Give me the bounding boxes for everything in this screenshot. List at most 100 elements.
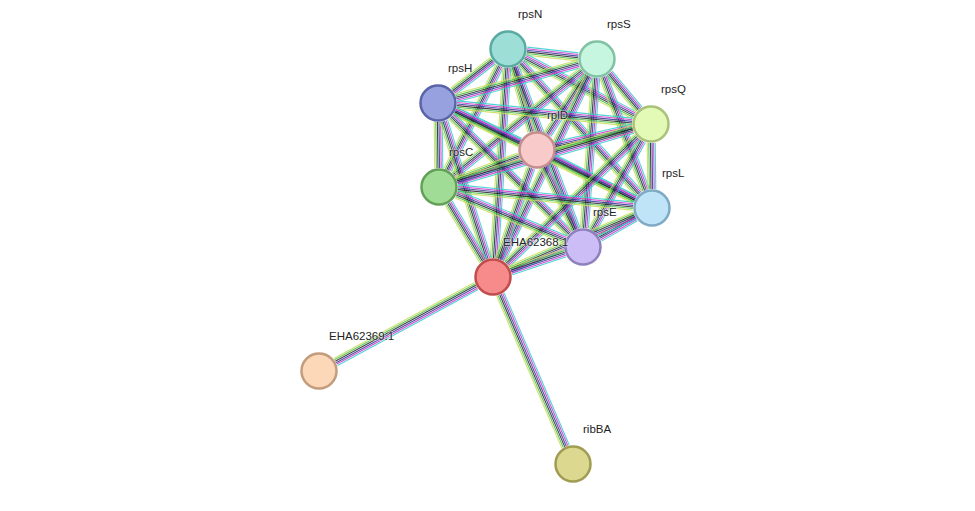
evidence-strand — [510, 251, 564, 269]
node-circle — [635, 191, 670, 226]
interaction-edge — [504, 293, 569, 445]
node-outline — [518, 131, 556, 169]
evidence-strand — [458, 191, 633, 208]
evidence-strand — [437, 122, 439, 168]
protein-label: rpsQ — [661, 83, 686, 95]
evidence-strand — [648, 143, 650, 189]
protein-label: EHA62369.1 — [329, 330, 394, 342]
evidence-strand — [650, 143, 652, 189]
protein-node: rpsL — [633, 189, 671, 227]
evidence-strand — [334, 283, 475, 359]
evidence-strand — [647, 143, 649, 189]
node-circle — [476, 260, 511, 295]
protein-label: rpsH — [448, 62, 472, 74]
evidence-strand — [457, 194, 566, 239]
evidence-strand — [434, 122, 436, 168]
node-circle — [520, 133, 555, 168]
evidence-strand — [600, 218, 636, 238]
interaction-bundle — [445, 201, 486, 263]
interaction-bundle — [647, 143, 656, 189]
evidence-strand — [498, 295, 563, 447]
protein-label: rpsL — [662, 167, 684, 179]
evidence-strand — [435, 122, 437, 168]
evidence-strand — [458, 132, 634, 184]
evidence-strand — [455, 111, 635, 199]
evidence-strand — [651, 143, 653, 189]
evidence-strand — [510, 249, 564, 267]
evidence-strand — [335, 285, 476, 361]
protein-node: rpsN — [489, 30, 527, 68]
protein-node: rpsH — [419, 84, 457, 122]
node-circle — [566, 230, 601, 265]
protein-node: EHA62368.1 — [474, 258, 512, 296]
evidence-strand — [511, 254, 565, 272]
evidence-strand — [457, 192, 566, 237]
node-outline — [489, 30, 527, 68]
node-circle — [302, 354, 337, 389]
protein-label: rpsN — [518, 8, 542, 20]
interaction-bundle — [334, 283, 478, 366]
interaction-edge — [458, 191, 567, 236]
node-circle — [634, 107, 669, 142]
evidence-strand — [497, 296, 562, 448]
node-outline — [300, 352, 338, 390]
evidence-strand — [492, 68, 505, 258]
evidence-strand — [335, 284, 476, 360]
evidence-strand — [451, 202, 485, 259]
protein-node: rpsE — [564, 228, 602, 266]
protein-node: ribBA — [554, 445, 592, 483]
node-circle — [491, 32, 526, 67]
evidence-strand — [653, 143, 655, 189]
node-outline — [578, 40, 616, 78]
node-circle — [421, 86, 456, 121]
protein-node: EHA62369.1 — [300, 352, 338, 390]
interaction-edge — [458, 133, 634, 185]
evidence-strand — [501, 294, 566, 446]
node-outline — [632, 105, 670, 143]
node-outline — [419, 84, 457, 122]
interaction-bundle — [455, 60, 580, 102]
evidence-strand — [511, 252, 565, 270]
evidence-strand — [448, 204, 482, 261]
evidence-strand — [438, 122, 440, 168]
evidence-strand — [457, 104, 632, 121]
evidence-strand — [445, 205, 479, 262]
protein-label: rplD — [547, 109, 568, 121]
evidence-strand — [503, 294, 568, 446]
interaction-bundle — [455, 191, 567, 244]
protein-label: rpsS — [607, 18, 631, 30]
evidence-strand — [337, 288, 478, 364]
node-circle — [556, 447, 591, 482]
interaction-edge — [655, 143, 657, 189]
protein-label: rpsE — [593, 206, 617, 218]
protein-node: rpsS — [578, 40, 616, 78]
evidence-strand — [457, 130, 633, 182]
interaction-edge — [452, 201, 486, 258]
interaction-bundle — [510, 249, 566, 275]
interaction-edge — [338, 290, 479, 366]
evidence-strand — [336, 287, 477, 363]
node-outline — [420, 168, 458, 206]
protein-label: EHA62368.1 — [503, 236, 568, 248]
protein-label: ribBA — [583, 423, 611, 435]
node-outline — [564, 228, 602, 266]
node-circle — [422, 170, 457, 205]
interaction-bundle — [453, 108, 636, 203]
interaction-bundle — [497, 293, 569, 448]
node-circle — [580, 42, 615, 77]
protein-node: rpsC — [420, 168, 458, 206]
evidence-strand — [500, 295, 565, 447]
evidence-strand — [456, 195, 565, 240]
evidence-strand — [449, 203, 483, 260]
evidence-strand — [447, 205, 481, 262]
protein-node: rpsQ — [632, 105, 670, 143]
node-outline — [474, 258, 512, 296]
protein-label: rpsC — [449, 146, 473, 158]
evidence-strand — [599, 217, 635, 237]
node-outline — [554, 445, 592, 483]
protein-node: rplD — [518, 131, 556, 169]
interaction-bundle — [456, 126, 634, 186]
